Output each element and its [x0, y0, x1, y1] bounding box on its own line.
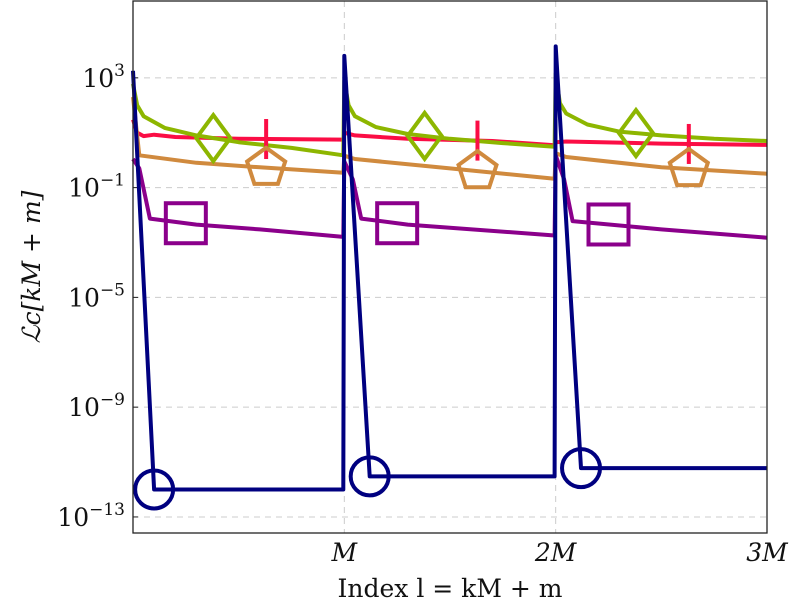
square-marker [163, 201, 208, 246]
diamond-marker [193, 111, 233, 165]
x-tick-label: 3M [746, 538, 789, 567]
y-tick-label: 10−1 [68, 171, 125, 203]
square-marker [375, 201, 420, 246]
series-line-diamond [131, 71, 768, 158]
pentagon-marker [667, 146, 711, 188]
x-tick-label: M [331, 538, 359, 567]
series-line-square [131, 153, 768, 240]
y-tick-label: 10−13 [57, 500, 125, 532]
y-tick-labels: 103 10−1 10−5 10−9 10−13 [57, 61, 125, 532]
y-tick-label: 103 [82, 61, 125, 93]
circle-marker [348, 455, 391, 498]
y-axis-label: ℒc[kM + m] [17, 190, 46, 343]
circle-marker [560, 447, 603, 490]
square-marker [586, 202, 631, 247]
diamond-marker [405, 109, 445, 163]
x-axis-label: Index l = kM + m [338, 574, 563, 603]
series-line-circle [131, 44, 767, 492]
y-tick-label: 10−5 [68, 280, 125, 312]
series-lines [131, 44, 768, 492]
diamond-marker [616, 106, 656, 160]
grid [133, 1, 768, 533]
y-tick-label: 10−9 [68, 390, 125, 422]
series-line-pentagon [131, 96, 768, 181]
pentagon-marker [456, 148, 499, 190]
x-tick-labels: M 2M 3M [331, 538, 790, 567]
plot-frame [132, 0, 768, 534]
circle-marker [133, 468, 176, 511]
pentagon-marker [244, 145, 288, 186]
series-markers [133, 106, 711, 511]
x-tick-label: 2M [534, 538, 578, 567]
